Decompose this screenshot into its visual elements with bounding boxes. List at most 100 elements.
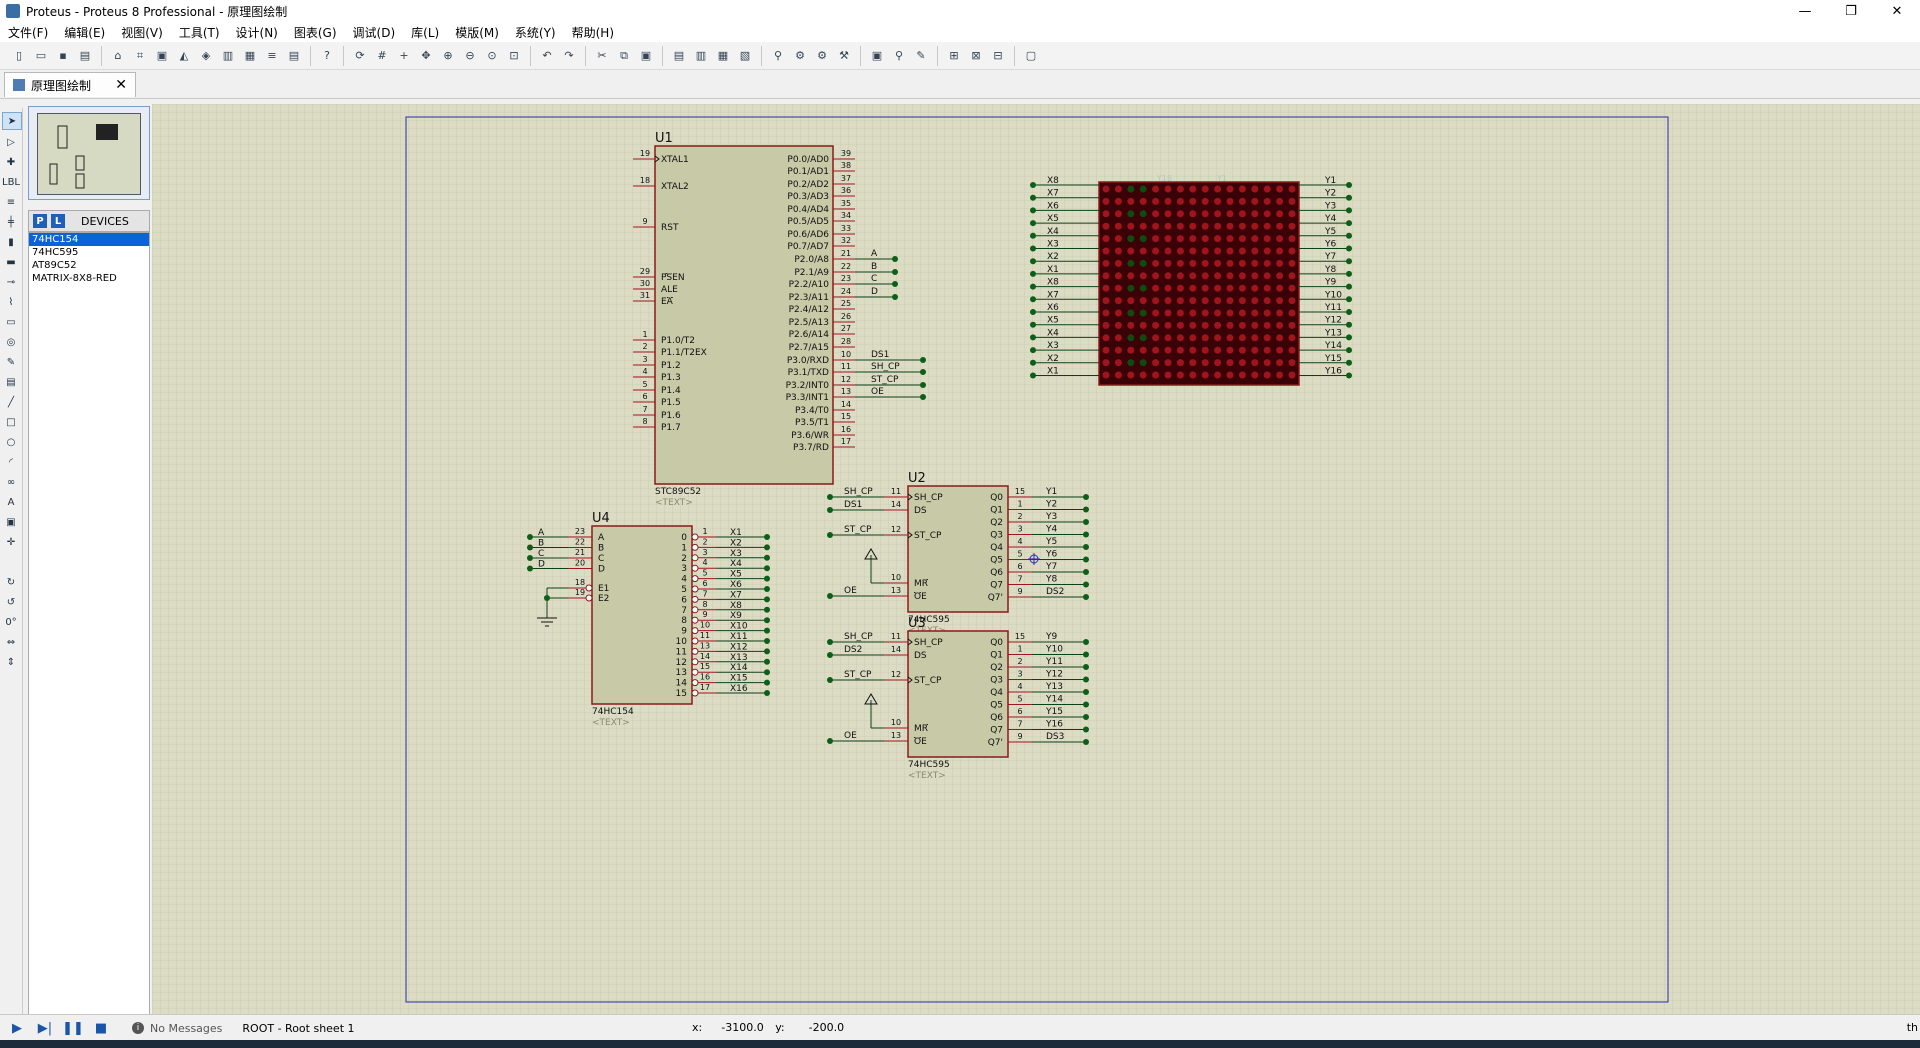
rotation-angle-field[interactable]: 0°	[5, 616, 17, 628]
wire-label-icon[interactable]: LBL	[2, 176, 21, 188]
menu-tools[interactable]: 工具(T)	[178, 25, 220, 40]
tab-schematic-capture[interactable]: 原理图绘制 ✕	[4, 72, 136, 97]
arc-tool-icon[interactable]: ◜	[9, 456, 13, 468]
schematic-canvas[interactable]: U119XTAL118XTAL29RST29PSEN30ALE31EA1P1.0…	[152, 104, 1920, 1014]
circle-tool-icon[interactable]: ○	[6, 436, 16, 448]
terminals-icon[interactable]: ▬	[6, 256, 16, 268]
overview-window[interactable]	[28, 106, 150, 200]
u4-output-bubble	[691, 668, 699, 676]
pan-icon[interactable]: ✥	[421, 49, 431, 62]
device-pins-icon[interactable]: ⊸	[6, 276, 16, 288]
pause-icon[interactable]: ❚❚	[62, 1020, 84, 1036]
wire-autorouter-icon[interactable]: ▣	[871, 49, 883, 62]
import-icon[interactable]: ▤	[79, 49, 91, 62]
menu-file[interactable]: 文件(F)	[8, 25, 49, 40]
menu-help[interactable]: 帮助(H)	[571, 25, 615, 40]
decompose-icon[interactable]: ⚒	[839, 49, 849, 62]
source-code-icon[interactable]: ≡	[267, 49, 277, 62]
graph-mode-icon[interactable]: ⌇	[8, 296, 14, 308]
menu-edit[interactable]: 编辑(E)	[64, 25, 106, 40]
design-explorer-icon[interactable]: ▥	[222, 49, 234, 62]
remove-sheet-icon[interactable]: ⊠	[971, 49, 981, 62]
box-tool-icon[interactable]: □	[6, 416, 16, 428]
device-item-matrix[interactable]: MATRIX-8X8-RED	[32, 273, 117, 284]
paste-icon[interactable]: ▣	[640, 49, 652, 62]
symbol-tool-icon[interactable]: ▣	[6, 516, 16, 528]
save-icon[interactable]: ▪	[59, 49, 67, 62]
junction-dot-icon[interactable]: ✚	[6, 156, 16, 168]
grid-toggle-icon[interactable]: #	[377, 49, 387, 62]
subcircuit-icon[interactable]: ▮	[8, 236, 14, 248]
marker-tool-icon[interactable]: ✛	[6, 536, 16, 548]
zoom-all-icon[interactable]: ⊙	[487, 49, 497, 62]
rotate-anticlockwise-icon[interactable]: ↺	[6, 596, 16, 608]
search-icon[interactable]: ⚲	[894, 49, 904, 62]
schematic-icon[interactable]: ⌗	[136, 48, 144, 62]
new-file-icon[interactable]: ▯	[15, 49, 23, 62]
undo-icon[interactable]: ↶	[542, 49, 552, 62]
new-sheet-icon[interactable]: ⊞	[949, 49, 959, 62]
goto-sheet-icon[interactable]: ⊟	[993, 49, 1003, 62]
mirror-x-icon[interactable]: ⇔	[6, 636, 16, 648]
minimize-button[interactable]: —	[1798, 3, 1812, 19]
3d-view-icon[interactable]: ◭	[179, 49, 189, 62]
buses-icon[interactable]: ╪	[7, 216, 15, 228]
notes-icon[interactable]: ▤	[288, 49, 300, 62]
play-icon[interactable]: ▶	[12, 1020, 22, 1036]
message-indicator[interactable]: i No Messages	[132, 1022, 222, 1035]
close-button[interactable]: ✕	[1891, 3, 1903, 19]
device-item-74hc595[interactable]: 74HC595	[32, 247, 79, 258]
menu-library[interactable]: 库(L)	[411, 25, 440, 40]
package-tool-icon[interactable]: ⚙	[817, 49, 827, 62]
help-icon[interactable]: ?	[324, 49, 330, 62]
redo-icon[interactable]: ↷	[564, 49, 574, 62]
make-device-icon[interactable]: ⚙	[795, 49, 805, 62]
stop-icon[interactable]: ■	[94, 1020, 108, 1036]
block-delete-icon[interactable]: ▧	[739, 49, 751, 62]
open-folder-icon[interactable]: ▭	[35, 49, 47, 62]
zoom-out-icon[interactable]: ⊖	[465, 49, 475, 62]
electrical-rule-check-icon[interactable]: ▢	[1025, 49, 1037, 62]
virtual-instruments-icon[interactable]: ▤	[6, 376, 16, 388]
origin-icon[interactable]: +	[399, 49, 409, 62]
property-assignment-icon[interactable]: ✎	[916, 49, 926, 62]
cut-icon[interactable]: ✂	[597, 49, 607, 62]
menu-graph[interactable]: 图表(G)	[293, 25, 337, 40]
block-move-icon[interactable]: ▥	[695, 49, 707, 62]
menu-design[interactable]: 设计(N)	[235, 25, 278, 40]
step-icon[interactable]: ▶|	[37, 1020, 53, 1036]
tape-recorder-icon[interactable]: ▭	[6, 316, 16, 328]
menu-view[interactable]: 视图(V)	[121, 25, 163, 40]
menu-template[interactable]: 模版(M)	[455, 25, 499, 40]
pick-device-icon[interactable]: ⚲	[773, 49, 783, 62]
text-tool-icon[interactable]: A	[7, 496, 15, 508]
line-tool-icon[interactable]: ╱	[7, 396, 15, 408]
block-copy-icon[interactable]: ▤	[673, 49, 685, 62]
rotate-clockwise-icon[interactable]: ↻	[6, 576, 16, 588]
pick-devices-button[interactable]: P	[33, 214, 47, 228]
voltage-probe-icon[interactable]: ✎	[6, 356, 16, 368]
restore-button[interactable]: ❐	[1845, 3, 1857, 19]
refresh-icon[interactable]: ⟳	[355, 49, 365, 62]
library-manager-button[interactable]: L	[51, 214, 65, 228]
menu-debug[interactable]: 调试(D)	[352, 25, 396, 40]
selection-mode-icon[interactable]: ➤	[2, 112, 22, 130]
menu-system[interactable]: 系统(Y)	[514, 25, 556, 40]
block-rotate-icon[interactable]: ▦	[717, 49, 729, 62]
zoom-in-icon[interactable]: ⊕	[443, 49, 453, 62]
gerber-icon[interactable]: ◈	[201, 49, 211, 62]
device-item-74hc154[interactable]: 74HC154	[29, 233, 149, 246]
mirror-y-icon[interactable]: ⇕	[6, 656, 16, 668]
pcb-icon[interactable]: ▣	[156, 49, 168, 62]
home-icon[interactable]: ⌂	[114, 49, 122, 62]
path-tool-icon[interactable]: ∞	[6, 476, 16, 488]
bom-icon[interactable]: ▦	[244, 49, 256, 62]
tab-close-icon[interactable]: ✕	[115, 77, 127, 93]
text-script-icon[interactable]: ≡	[6, 196, 16, 208]
zoom-area-icon[interactable]: ⊡	[509, 49, 519, 62]
copy-icon[interactable]: ⧉	[620, 48, 628, 62]
generator-icon[interactable]: ◎	[6, 336, 16, 348]
component-mode-icon[interactable]: ▷	[7, 136, 15, 148]
device-item-at89c52[interactable]: AT89C52	[32, 260, 77, 271]
